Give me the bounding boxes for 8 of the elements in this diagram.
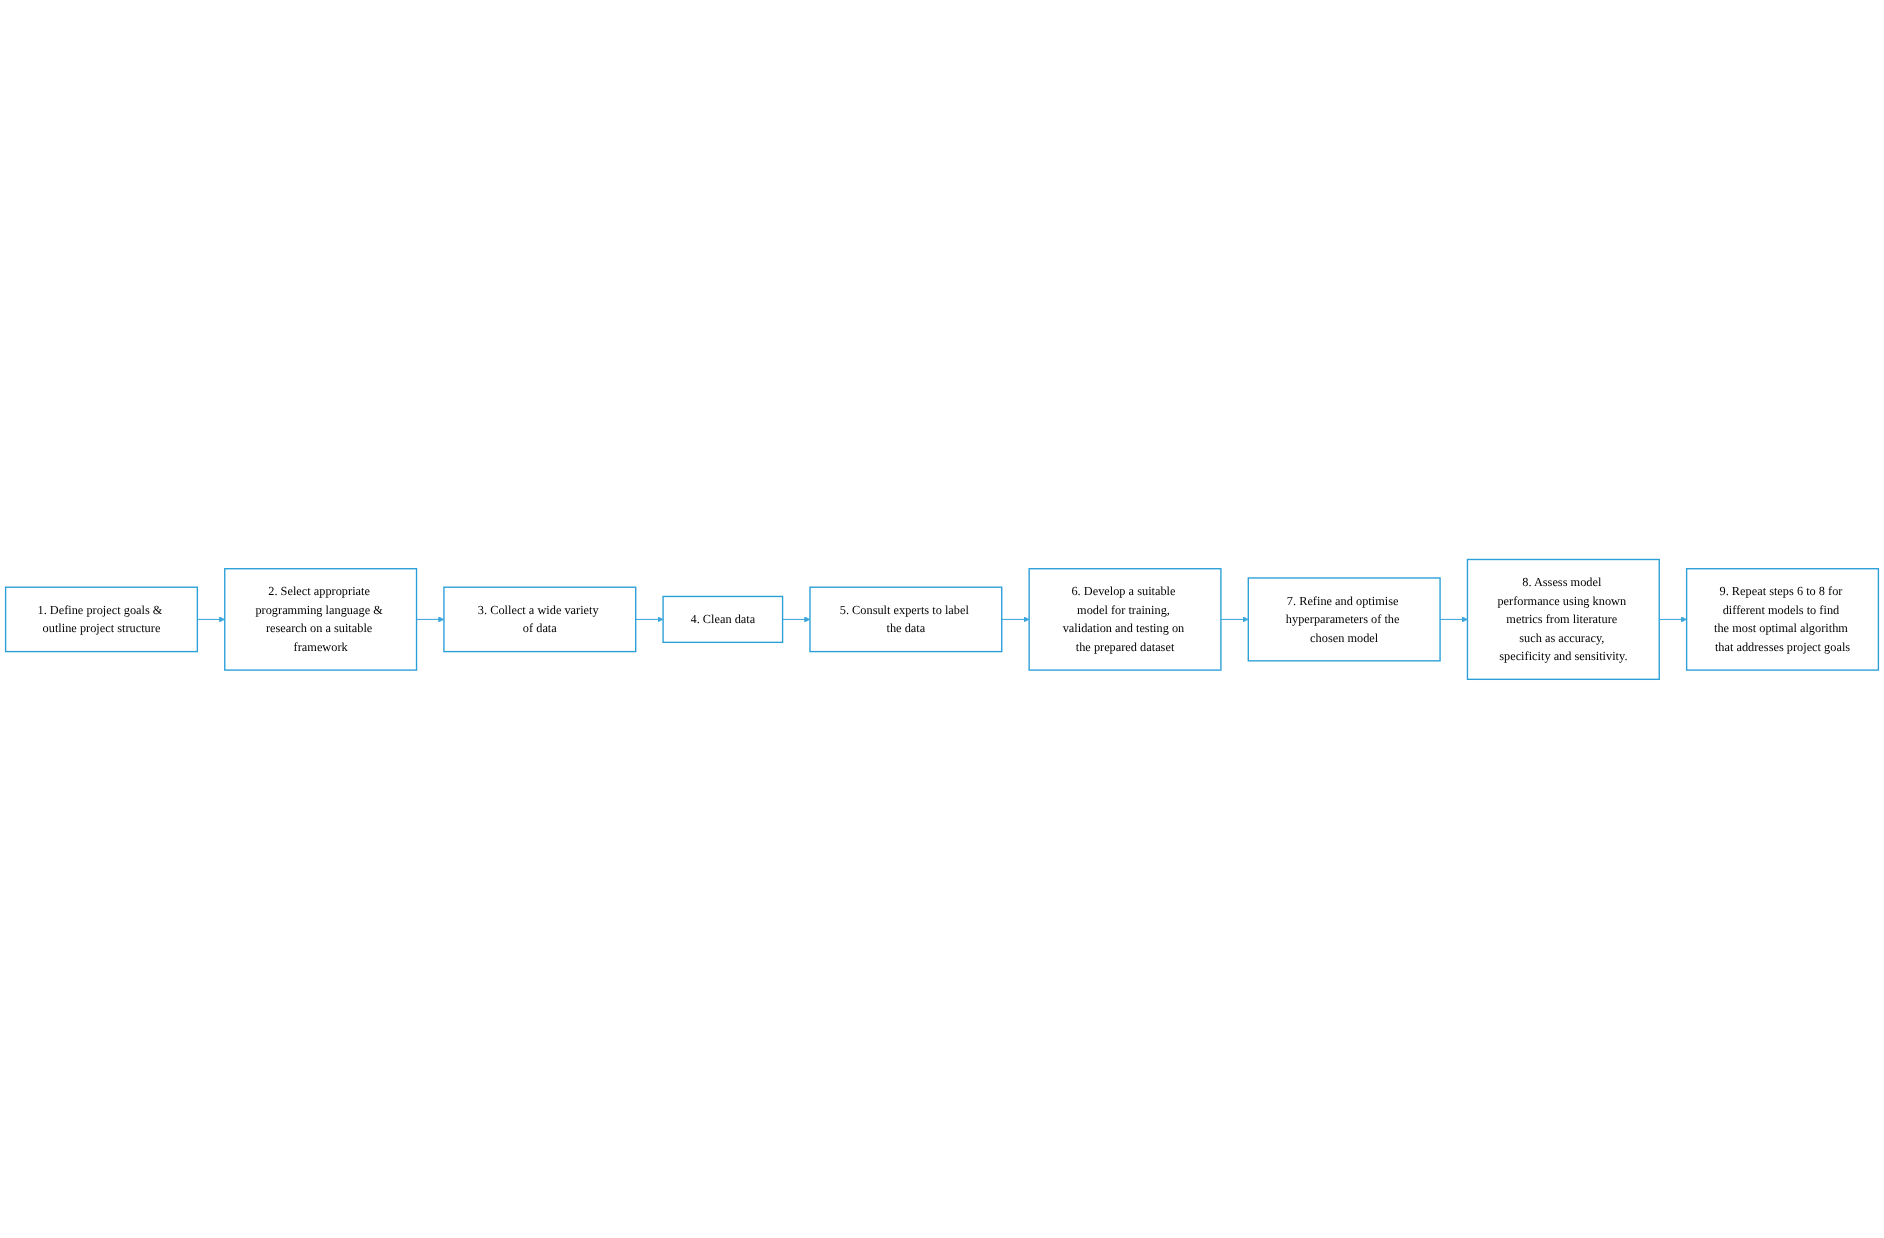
arrow: [1001, 616, 1030, 622]
arrow: [1220, 616, 1249, 622]
arrow: [782, 616, 811, 622]
arrow: [1439, 616, 1468, 622]
arrow: [416, 616, 445, 622]
arrow: [196, 616, 226, 622]
arrow: [635, 616, 664, 622]
arrow: [1658, 616, 1687, 622]
